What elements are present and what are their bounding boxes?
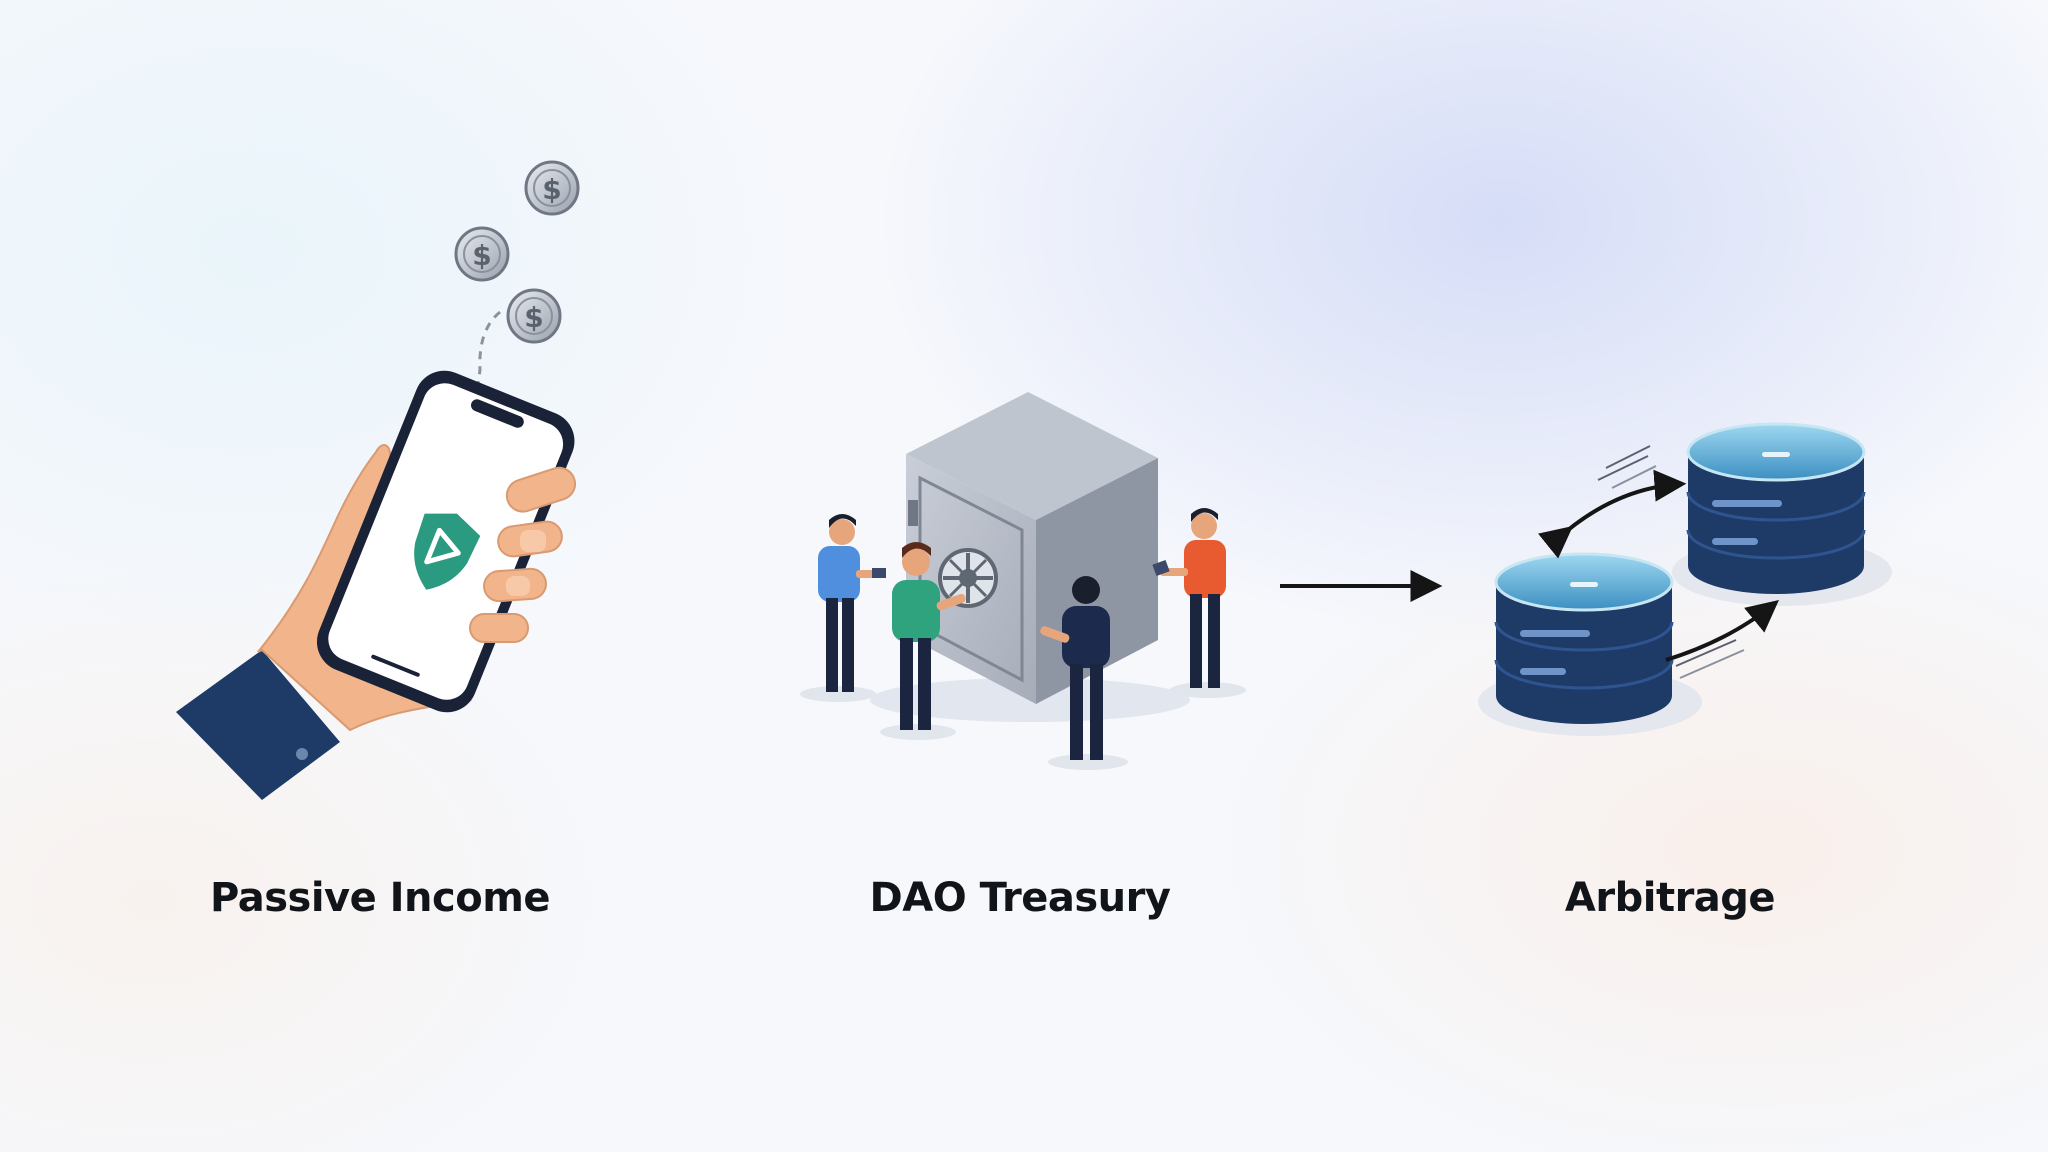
database-icon [1686, 422, 1866, 594]
shield-icon [414, 513, 481, 590]
vault-safe [906, 392, 1158, 704]
caption-arbitrage: Arbitrage [1564, 875, 1776, 921]
database-icon [1494, 552, 1674, 724]
person-navy [1040, 576, 1110, 760]
coin-icon: $ [506, 288, 562, 344]
svg-text:$: $ [472, 239, 491, 272]
coin-trail [468, 310, 501, 441]
svg-text:$: $ [524, 301, 543, 334]
fingers [469, 466, 577, 643]
dao-treasury-illustration [800, 392, 1246, 770]
coin-icon: $ [524, 160, 580, 216]
swap-arrows-icon [1538, 445, 1779, 679]
caption-dao-treasury: DAO Treasury [869, 875, 1171, 921]
passive-income-illustration: $ $ $ [176, 160, 580, 800]
caption-passive-income: Passive Income [209, 875, 551, 921]
person-blue [818, 514, 886, 692]
svg-text:$: $ [542, 173, 561, 206]
vault-dial-icon [938, 548, 998, 608]
sleeve [176, 650, 340, 800]
arbitrage-illustration [1478, 422, 1892, 736]
person-teal [892, 542, 966, 730]
coin-icon: $ [454, 226, 510, 282]
smartphone [316, 370, 575, 713]
person-orange [1152, 508, 1226, 688]
